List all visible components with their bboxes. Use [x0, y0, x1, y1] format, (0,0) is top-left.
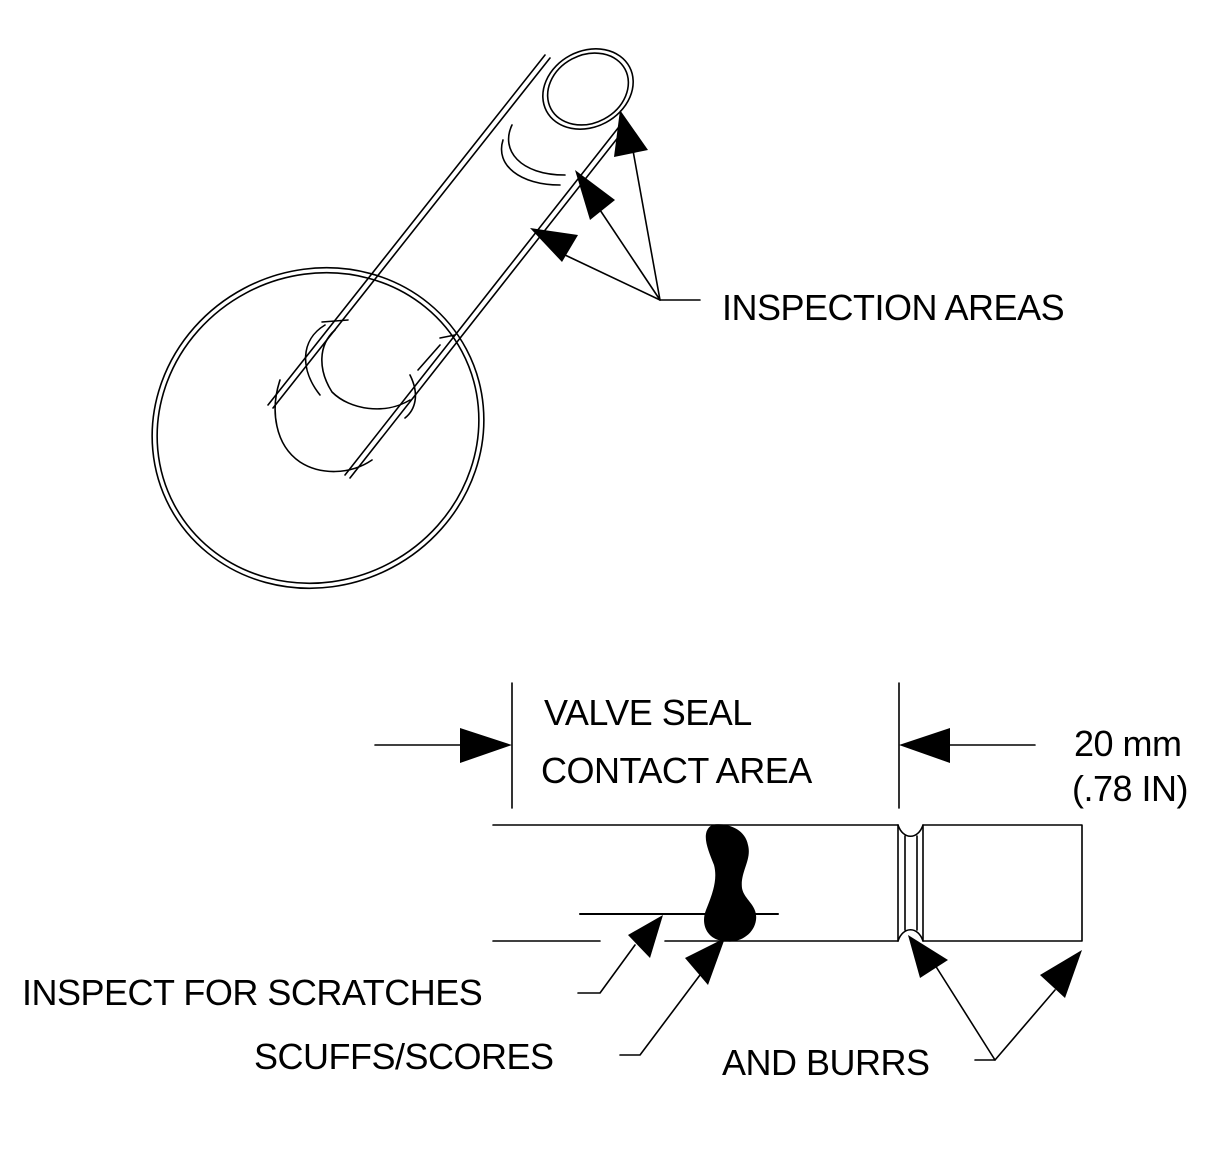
dimension-in-label: (.78 IN): [1072, 768, 1189, 809]
valve-stem-tip-outer: [542, 48, 634, 130]
valve-stem-left-edge: [267, 54, 551, 409]
dimension-mm-label: 20 mm: [1074, 723, 1182, 764]
valve-stem-neck: [274, 324, 441, 473]
scuffs-scores-label: SCUFFS/SCORES: [254, 1036, 554, 1077]
valve-fillet: [321, 319, 456, 339]
inspection-arrowhead-2: [575, 170, 615, 220]
burrs-arrowhead-2: [1040, 950, 1082, 998]
valve-seal-label-line2: CONTACT AREA: [541, 750, 812, 791]
valve-head-inner: [156, 271, 480, 585]
valve-isometric-drawing: [151, 48, 634, 590]
inspection-arrowhead-3: [530, 228, 578, 262]
valve-seal-label-line1: VALVE SEAL: [544, 692, 752, 733]
valve-keeper-groove: [500, 124, 566, 186]
dimension-arrow-right: [899, 728, 950, 763]
inspection-areas-leaders: [530, 110, 701, 301]
stem-groove: [897, 824, 924, 942]
scuff-mark: [704, 824, 757, 942]
burrs-arrowhead-1: [908, 935, 948, 978]
scuffs-arrowhead: [685, 938, 725, 985]
and-burrs-label: AND BURRS: [722, 1042, 930, 1083]
dimension-arrow-left: [460, 728, 512, 763]
valve-stem-tip: [546, 52, 630, 126]
valve-stem-section: [374, 682, 1083, 942]
inspect-scratches-label: INSPECT FOR SCRATCHES: [22, 972, 483, 1013]
scratches-arrowhead: [628, 915, 663, 958]
bottom-leaders: [577, 915, 1082, 1061]
inspection-arrowhead-1: [614, 110, 648, 157]
valve-head-outer: [151, 266, 485, 590]
valve-stem-right-edge: [344, 122, 628, 479]
stem-tip-end: [922, 824, 1083, 942]
inspection-areas-label: INSPECTION AREAS: [722, 287, 1065, 328]
